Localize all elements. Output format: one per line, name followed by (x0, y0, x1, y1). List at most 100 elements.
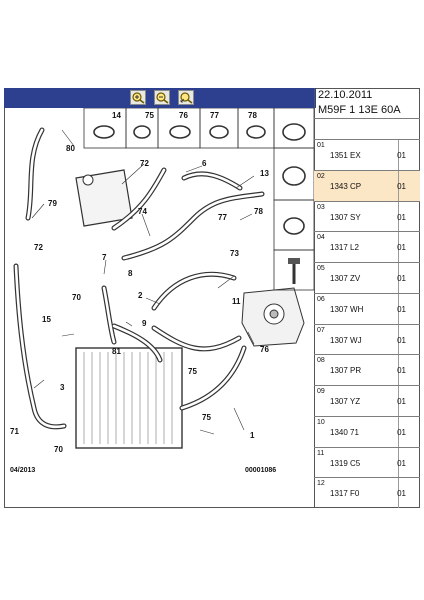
parts-row[interactable]: 05 1307 ZV 01 (314, 262, 420, 293)
screw (288, 258, 300, 284)
callout: 15 (42, 315, 51, 324)
callout: 8 (128, 269, 133, 278)
radiator (75, 347, 183, 449)
part-index: 10 (317, 418, 325, 426)
callout: 75 (188, 367, 197, 376)
part-index: 04 (317, 234, 325, 242)
part-code: 1319 C5 (330, 458, 361, 468)
callout: 14 (112, 111, 121, 120)
callout: 78 (254, 207, 263, 216)
fit-view-button[interactable] (178, 90, 194, 105)
part-code: 1343 CP (330, 181, 362, 191)
callout: 75 (145, 111, 154, 120)
zoom-out-button[interactable] (154, 90, 170, 105)
parts-row[interactable]: 10 1340 71 01 (314, 415, 420, 447)
part-qty: 01 (397, 366, 406, 376)
part-qty: 01 (397, 274, 406, 283)
part-index: 11 (317, 449, 325, 457)
callout: 77 (218, 213, 227, 222)
callout: 77 (210, 111, 219, 120)
part-qty: 01 (397, 304, 406, 314)
parts-row[interactable]: 03 1307 SY 01 (314, 200, 420, 232)
part-code: 1307 PR (330, 366, 362, 376)
magnifier-plus-icon (132, 92, 145, 104)
parts-row[interactable]: 08 1307 PR 01 (314, 354, 420, 386)
parts-row[interactable]: 06 1307 WH 01 (314, 292, 420, 324)
header-rule (314, 118, 420, 119)
part-code: 1317 F0 (330, 489, 360, 499)
clip-detail-boxes (83, 108, 314, 291)
panel-divider (314, 88, 315, 508)
part-qty: 01 (397, 458, 406, 468)
part-index: 02 (317, 172, 325, 180)
zoom-in-button[interactable] (130, 90, 146, 105)
part-qty: 01 (397, 212, 406, 222)
part-index: 12 (317, 480, 325, 488)
parts-list: 01 1351 EX 01 02 1343 CP 01 03 1307 SY 0… (314, 139, 420, 509)
part-code: 1307 SY (330, 212, 361, 222)
callout: 74 (138, 207, 147, 216)
cooling-system-diagram: 14 75 76 77 78 80 72 6 13 79 74 77 78 7 … (10, 108, 314, 454)
part-qty: 01 (397, 151, 406, 160)
part-code: 1340 71 (330, 427, 359, 437)
callout: 72 (34, 243, 43, 252)
part-index: 03 (317, 203, 325, 211)
parts-row[interactable]: 01 1351 EX 01 (314, 139, 420, 170)
viewer-toolbar (4, 88, 316, 108)
part-qty: 01 (397, 335, 406, 345)
part-qty: 01 (397, 427, 406, 437)
part-qty: 01 (397, 489, 406, 499)
callout: 2 (138, 291, 143, 300)
parts-row[interactable]: 07 1307 WJ 01 (314, 323, 420, 355)
part-qty: 01 (397, 397, 406, 406)
callout: 71 (10, 427, 19, 436)
leader-lines (31, 129, 255, 435)
callout: 1 (250, 431, 255, 440)
parts-row[interactable]: 11 1319 C5 01 (314, 446, 420, 478)
callout: 76 (179, 111, 188, 120)
callout: 78 (248, 111, 257, 120)
part-code: 1307 WJ (330, 335, 362, 345)
part-index: 01 (317, 142, 325, 149)
callout: 13 (260, 169, 269, 178)
callout-labels: 14 75 76 77 78 80 72 6 13 79 74 77 78 7 … (10, 111, 269, 454)
callout: 3 (60, 383, 65, 392)
part-index: 09 (317, 388, 325, 395)
callout: 72 (140, 159, 149, 168)
expansion-tank (75, 169, 133, 227)
callout: 7 (102, 253, 107, 262)
part-qty: 01 (397, 181, 406, 191)
engine-housing (241, 287, 305, 347)
part-code: 1307 WH (330, 304, 364, 314)
header-model-code: M59F 1 13E 60A (318, 104, 401, 116)
callout: 75 (202, 413, 211, 422)
callout: 70 (54, 445, 63, 454)
diagram-reference-number: 00001086 (245, 467, 277, 474)
parts-row[interactable]: 04 1317 L2 01 (314, 231, 420, 263)
magnifier-minus-icon (156, 92, 169, 104)
callout: 70 (72, 293, 81, 302)
part-index: 06 (317, 295, 325, 303)
part-code: 1307 ZV (330, 274, 361, 283)
header-date: 22.10.2011 (318, 89, 373, 101)
parts-row[interactable]: 12 1317 F0 01 (314, 477, 420, 509)
part-index: 08 (317, 357, 325, 365)
callout: 76 (260, 345, 269, 354)
callout: 9 (142, 319, 147, 328)
callout: 80 (66, 144, 75, 153)
part-code: 1317 L2 (330, 243, 359, 253)
diagram-date-stamp: 04/2013 (10, 467, 36, 474)
callout: 6 (202, 159, 207, 168)
callout: 73 (230, 249, 239, 258)
magnifier-pan-icon (180, 92, 193, 104)
part-code: 1351 EX (330, 151, 361, 160)
part-index: 07 (317, 326, 325, 334)
parts-row[interactable]: 09 1307 YZ 01 (314, 385, 420, 416)
part-qty: 01 (397, 243, 406, 253)
callout: 79 (48, 199, 57, 208)
parts-row-selected[interactable]: 02 1343 CP 01 (314, 169, 420, 201)
callout: 11 (232, 297, 241, 306)
part-code: 1307 YZ (330, 397, 361, 406)
callout: 81 (112, 347, 121, 356)
part-index: 05 (317, 265, 325, 272)
